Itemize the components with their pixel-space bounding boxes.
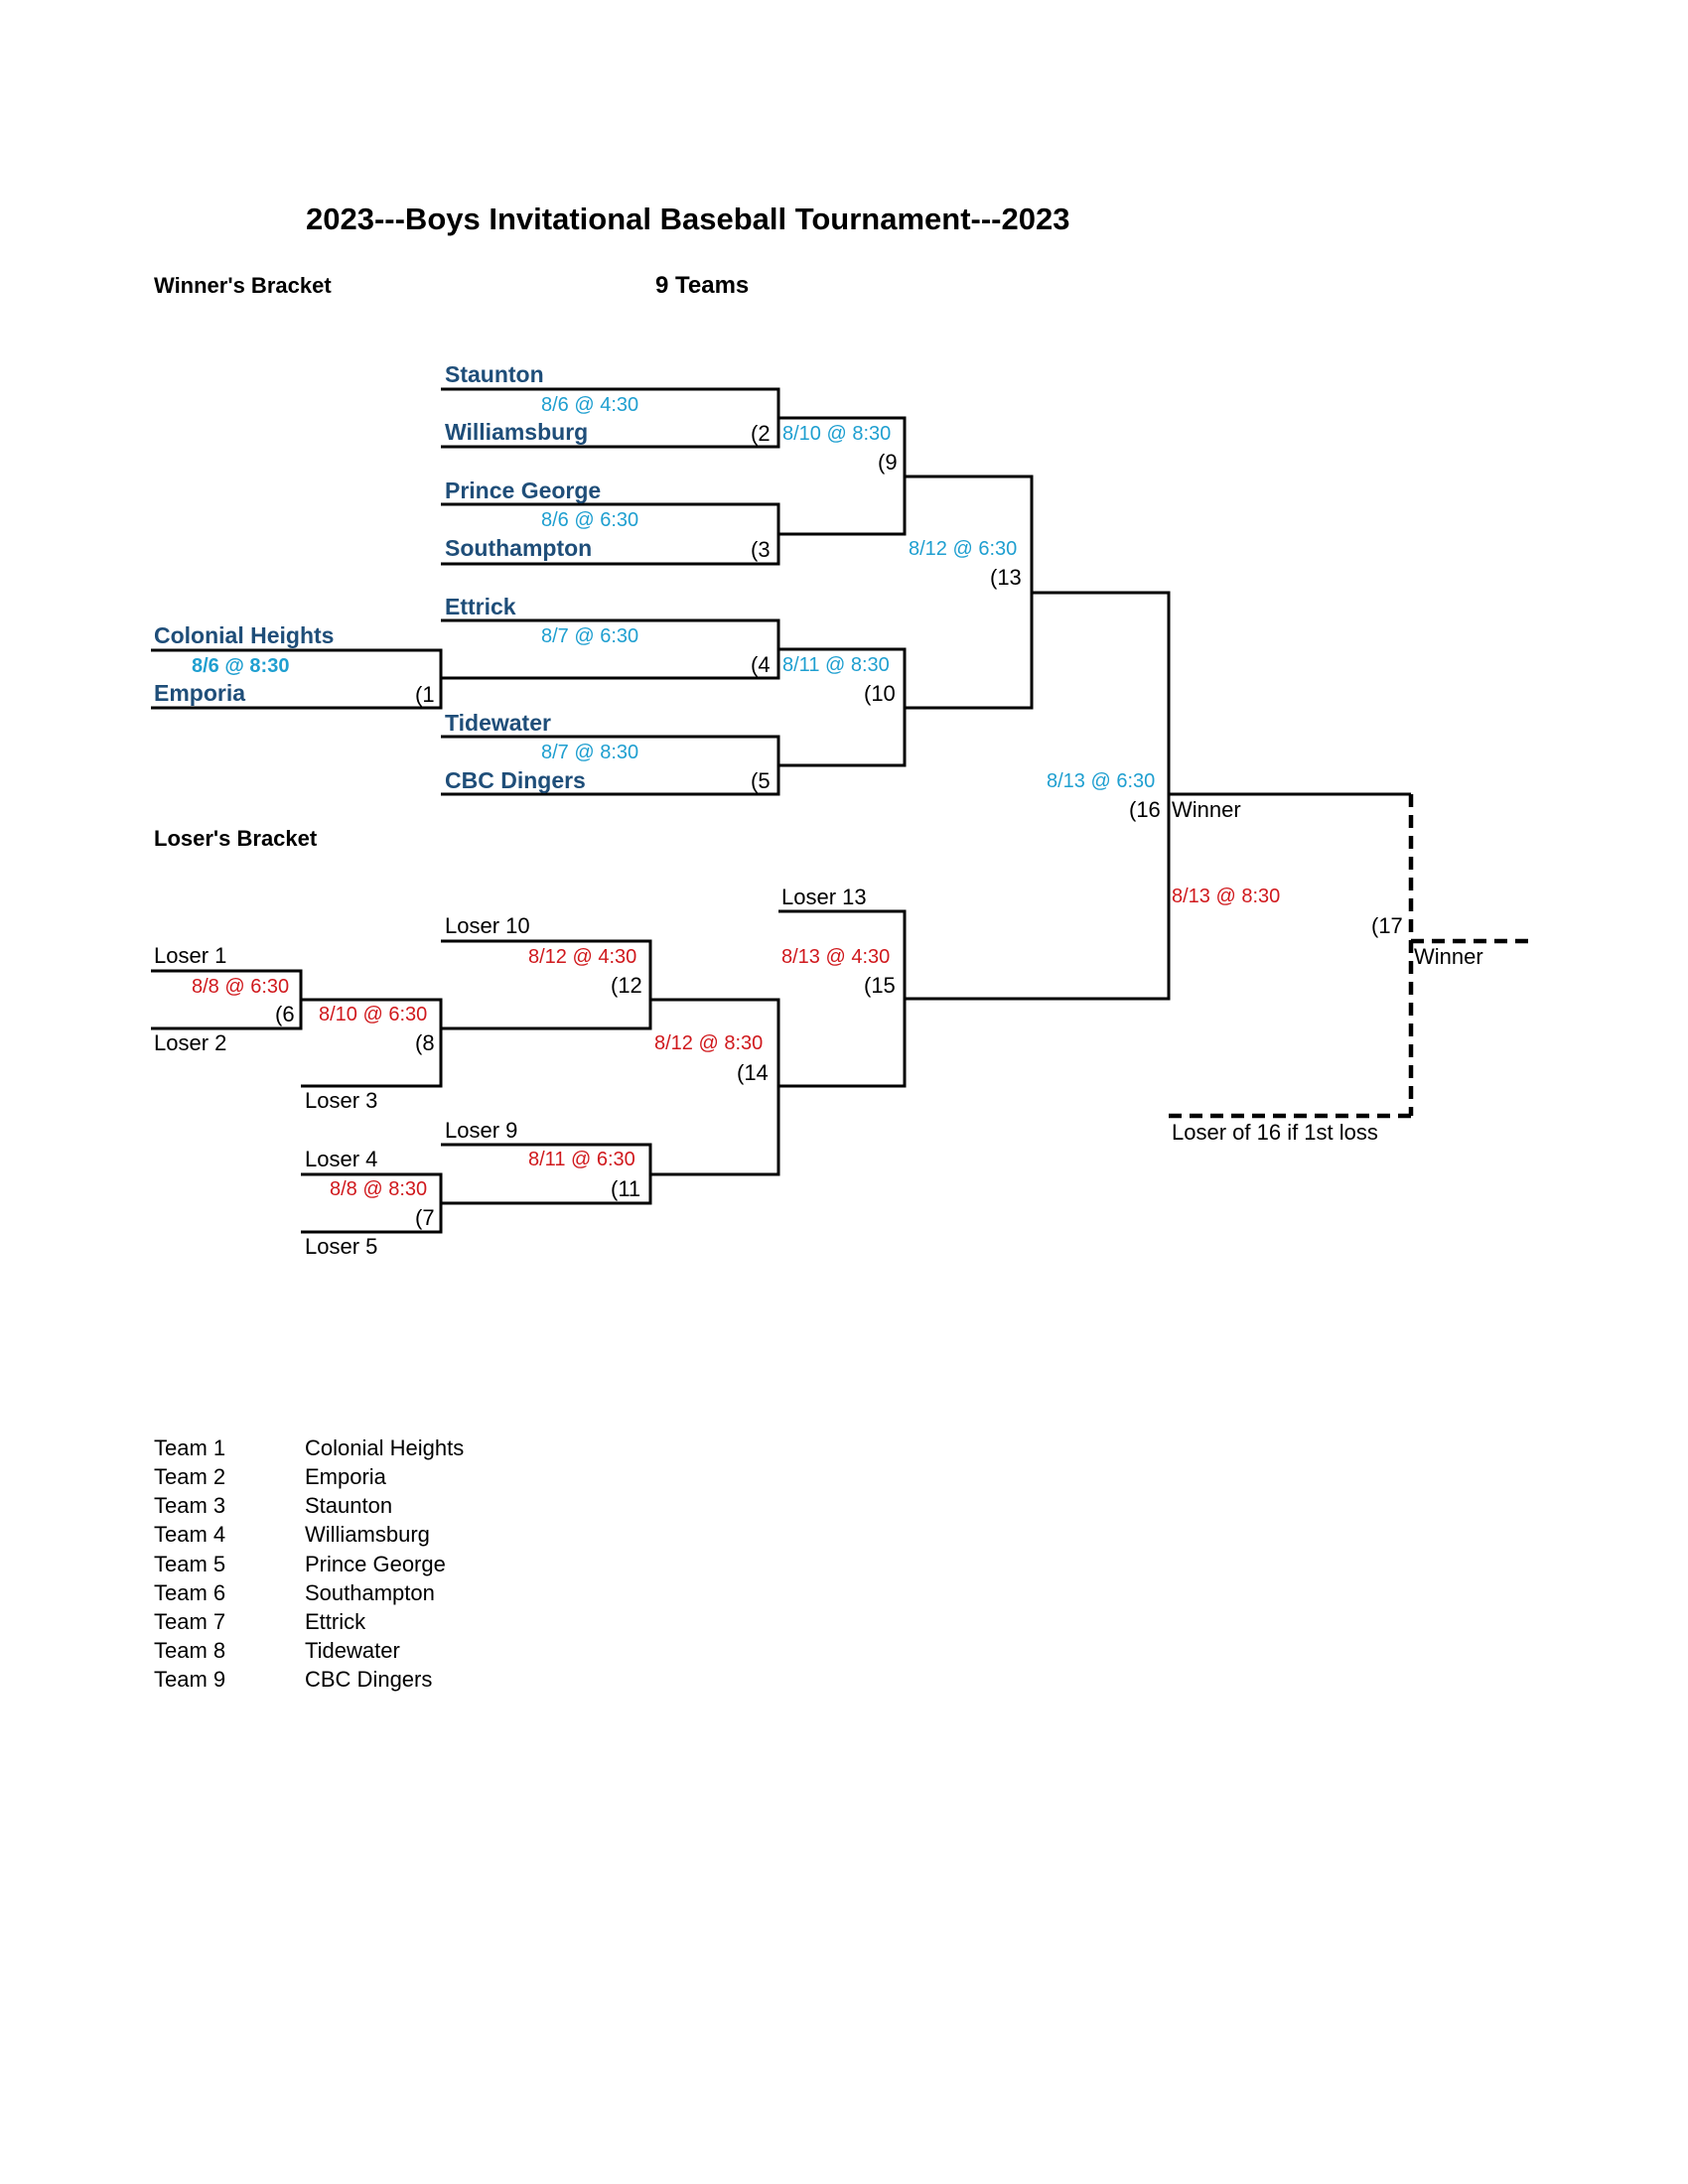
g1-bottom-team: Emporia <box>154 680 246 706</box>
g11-game-number: (11 <box>611 1176 641 1201</box>
g6-date: 8/8 @ 6:30 <box>192 976 290 998</box>
team-list-name: Staunton <box>305 1493 393 1518</box>
g12-date: 8/12 @ 4:30 <box>528 946 637 968</box>
team-list-label: Team 8 <box>154 1638 226 1663</box>
team-list-name: CBC Dingers <box>305 1667 433 1692</box>
g4-date: 8/7 @ 6:30 <box>541 625 639 647</box>
g5-date: 8/7 @ 8:30 <box>541 742 639 763</box>
team-list-name: Southampton <box>305 1580 435 1605</box>
page-title: 2023---Boys Invitational Baseball Tourna… <box>306 202 1070 236</box>
team-list-label: Team 7 <box>154 1609 226 1634</box>
g2-game-number: (2 <box>751 421 771 446</box>
team-list-name: Tidewater <box>305 1638 400 1663</box>
g10-date: 8/11 @ 8:30 <box>782 654 890 676</box>
g3-bottom-team: Southampton <box>445 535 593 561</box>
g1-date: 8/6 @ 8:30 <box>192 655 290 677</box>
g15-date: 8/13 @ 4:30 <box>781 946 891 968</box>
g3-game-number: (3 <box>751 537 771 562</box>
g17-game-number: (17 <box>1371 913 1403 938</box>
g5-top-team: Tidewater <box>445 710 551 736</box>
g14-game-number: (14 <box>737 1060 769 1085</box>
team-list-label: Team 6 <box>154 1580 226 1605</box>
g8-game-number: (8 <box>415 1030 435 1055</box>
g4-top-team: Ettrick <box>445 594 516 619</box>
g12-top-label: Loser 10 <box>445 913 530 938</box>
bracket-line-g14 <box>650 998 780 1176</box>
bracket-line-g8 <box>301 998 443 1088</box>
g2-top-team: Staunton <box>445 361 544 387</box>
g9-game-number: (9 <box>878 450 898 475</box>
bracket-line-g16 <box>905 591 1171 1001</box>
team-count-label: 9 Teams <box>655 272 750 299</box>
team-list-name: Ettrick <box>305 1609 366 1634</box>
g14-date: 8/12 @ 8:30 <box>654 1032 764 1054</box>
bracket-line-g12 <box>441 939 652 1030</box>
g1-top-team: Colonial Heights <box>154 622 335 648</box>
g5-bottom-team: CBC Dingers <box>445 767 586 793</box>
g16-winner-label: Winner <box>1172 797 1241 822</box>
g17-if-game-label: Loser of 16 if 1st loss <box>1172 1120 1378 1145</box>
g13-date: 8/12 @ 6:30 <box>909 538 1018 560</box>
team-list-name: Williamsburg <box>305 1522 430 1547</box>
g12-game-number: (12 <box>611 973 642 998</box>
g13-game-number: (13 <box>990 565 1022 590</box>
g6-game-number: (6 <box>275 1002 295 1026</box>
bracket-line-g15 <box>778 909 907 1088</box>
g16-date: 8/13 @ 6:30 <box>1047 770 1156 792</box>
g7-bottom-label: Loser 5 <box>305 1234 378 1259</box>
g7-date: 8/8 @ 8:30 <box>330 1178 428 1200</box>
g6-bottom-label: Loser 2 <box>154 1030 227 1055</box>
team-list-label: Team 3 <box>154 1493 226 1518</box>
g6-top-label: Loser 1 <box>154 943 227 968</box>
g5-game-number: (5 <box>751 768 771 793</box>
g1-game-number: (1 <box>415 682 435 707</box>
losers-bracket-label: Loser's Bracket <box>154 826 318 851</box>
g2-date: 8/6 @ 4:30 <box>541 394 639 416</box>
team-list-name: Emporia <box>305 1464 386 1489</box>
team-list-name: Colonial Heights <box>305 1435 465 1460</box>
g15-top-label: Loser 13 <box>781 885 867 909</box>
g8-bottom-label: Loser 3 <box>305 1088 378 1113</box>
g11-date: 8/11 @ 6:30 <box>528 1149 635 1170</box>
g15-game-number: (15 <box>864 973 896 998</box>
g4-game-number: (4 <box>751 652 771 677</box>
team-list-label: Team 9 <box>154 1667 226 1692</box>
g17-winner-label: Winner <box>1414 944 1483 969</box>
g3-date: 8/6 @ 6:30 <box>541 509 639 531</box>
g9-date: 8/10 @ 8:30 <box>782 423 892 445</box>
g2-bottom-team: Williamsburg <box>445 419 589 445</box>
team-list-label: Team 2 <box>154 1464 226 1489</box>
g7-game-number: (7 <box>415 1205 435 1230</box>
g8-date: 8/10 @ 6:30 <box>319 1004 428 1025</box>
team-list-label: Team 5 <box>154 1552 226 1576</box>
g16-game-number: (16 <box>1129 797 1161 822</box>
team-list-label: Team 4 <box>154 1522 226 1547</box>
g17-date: 8/13 @ 8:30 <box>1172 886 1281 907</box>
g7-top-label: Loser 4 <box>305 1147 378 1171</box>
winners-bracket-label: Winner's Bracket <box>154 273 332 298</box>
team-list-name: Prince George <box>305 1552 446 1576</box>
g10-game-number: (10 <box>864 681 896 706</box>
g3-top-team: Prince George <box>445 478 602 503</box>
g11-top-label: Loser 9 <box>445 1118 518 1143</box>
bracket-line-g13 <box>905 475 1034 710</box>
team-list-label: Team 1 <box>154 1435 226 1460</box>
